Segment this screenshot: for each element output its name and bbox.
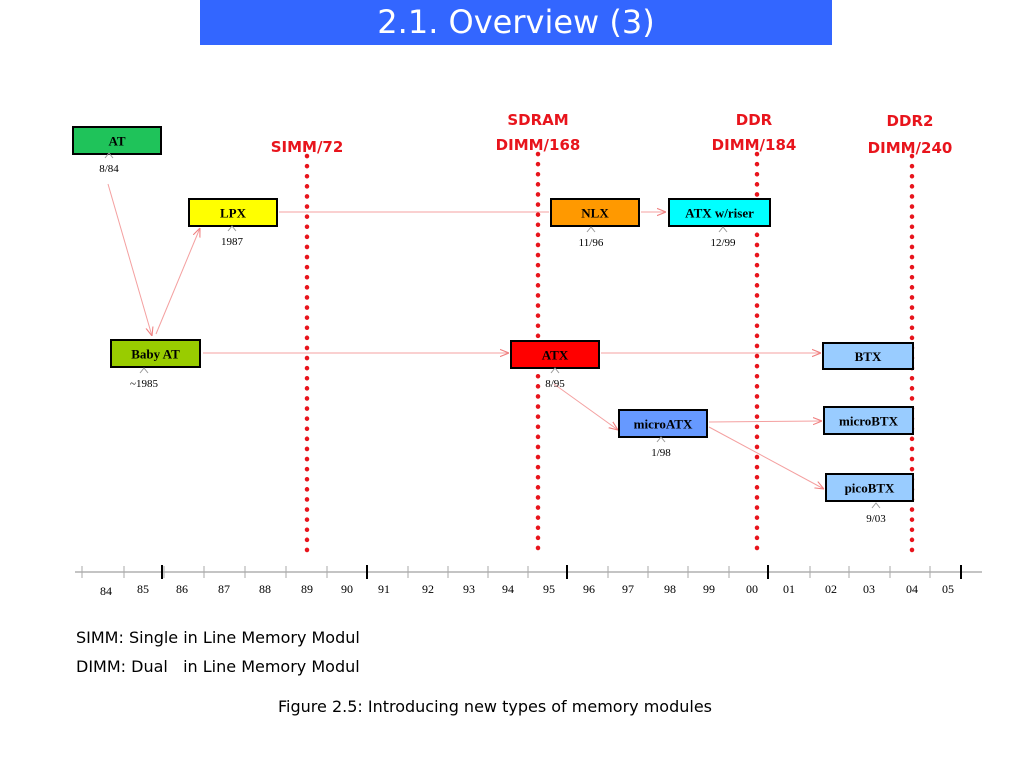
box-picobtx-date: 9/03: [866, 513, 886, 525]
box-picobtx-label: picoBTX: [845, 481, 895, 496]
axis-year-label: 97: [622, 582, 634, 596]
date-caret: [104, 152, 114, 159]
marker-label-sdram-1: SDRAM: [507, 111, 568, 129]
box-lpx-label: LPX: [220, 206, 247, 221]
axis-year-label: 03: [863, 582, 875, 596]
date-caret: [550, 367, 560, 374]
axis-year-label: 93: [463, 582, 475, 596]
date-caret: [871, 502, 881, 509]
box-microbtx: microBTX: [823, 406, 914, 435]
box-microbtx-frame: [823, 406, 914, 435]
axis-year-label: 86: [176, 582, 188, 596]
date-caret: [718, 226, 728, 233]
axis-year-label: 89: [301, 582, 313, 596]
axis-year-label: 87: [218, 582, 230, 596]
page-title: 2.1. Overview (3): [200, 0, 832, 45]
marker-label-ddr2-1: DDR2: [887, 112, 934, 130]
box-baby-at-frame: [110, 339, 201, 368]
box-microatx: microATX 1/98: [618, 409, 708, 459]
axis-year-label: 01: [783, 582, 795, 596]
box-atx-date: 8/95: [545, 378, 565, 390]
box-btx: BTX: [822, 342, 914, 370]
axis-year-label: 98: [664, 582, 676, 596]
marker-label-simm72-1: SIMM/72: [271, 138, 344, 156]
box-baby-at-label: Baby AT: [131, 347, 180, 362]
date-caret: [139, 367, 149, 374]
box-nlx-label: NLX: [581, 206, 609, 221]
box-picobtx: picoBTX 9/03: [825, 473, 914, 525]
box-lpx: LPX 1987: [188, 198, 278, 248]
box-atx-label: ATX: [542, 348, 569, 363]
dimm-definition: DIMM: Dual in Line Memory Modul: [76, 657, 360, 676]
box-microbtx-label: microBTX: [839, 414, 899, 429]
date-caret: [586, 226, 596, 233]
axis-year-label: 94: [502, 582, 514, 596]
box-lpx-frame: [188, 198, 278, 227]
axis-year-label: 95: [543, 582, 555, 596]
timeline-axis: 84 85 86 87 88 89 90 91 92 93 94 95 96 97 98 99 00 01 02 03…: [75, 565, 982, 598]
marker-label-ddr2-2: DIMM/240: [868, 139, 953, 157]
box-baby-at: Baby AT ~1985: [110, 339, 201, 390]
box-picobtx-frame: [825, 473, 914, 502]
axis-year-label: 92: [422, 582, 434, 596]
axis-year-label: 85: [137, 582, 149, 596]
axis-year-label: 00: [746, 582, 758, 596]
box-at: AT 8/84: [72, 126, 162, 175]
axis-year-label: 04: [906, 582, 918, 596]
box-atx-riser-label: ATX w/riser: [685, 206, 754, 221]
box-microatx-frame: [618, 409, 708, 438]
axis-year-label: 88: [259, 582, 271, 596]
simm-definition: SIMM: Single in Line Memory Modul: [76, 628, 360, 647]
arrow-microatx-to-picobtx: [708, 426, 824, 489]
arrow-atx-to-microatx: [553, 383, 618, 430]
connector-arrows: [107, 183, 824, 489]
axis-year-label: 96: [583, 582, 595, 596]
date-caret: [656, 436, 666, 443]
axis-year-label: 91: [378, 582, 390, 596]
box-baby-at-date: ~1985: [130, 378, 158, 390]
axis-year-label: 99: [703, 582, 715, 596]
axis-year-label: 90: [341, 582, 353, 596]
box-atx-riser-frame: [668, 198, 771, 227]
marker-label-ddr-1: DDR: [736, 111, 773, 129]
axis-year-label: 05: [942, 582, 954, 596]
axis-year-label: 02: [825, 582, 837, 596]
box-atx: ATX 8/95: [510, 340, 600, 390]
box-microatx-date: 1/98: [651, 447, 671, 459]
box-nlx-frame: [550, 198, 640, 227]
box-at-frame: [72, 126, 162, 155]
figure-caption: Figure 2.5: Introducing new types of mem…: [278, 697, 712, 716]
arrow-at-to-baby-at: [107, 183, 152, 336]
arrow-microatx-to-microbtx: [708, 421, 822, 422]
box-nlx-date: 11/96: [579, 237, 604, 249]
box-nlx: NLX 11/96: [550, 198, 640, 249]
box-atx-frame: [510, 340, 600, 369]
marker-label-ddr-2: DIMM/184: [712, 136, 797, 154]
box-at-date: 8/84: [99, 163, 119, 175]
marker-label-sdram-2: DIMM/168: [496, 136, 581, 154]
date-caret: [227, 225, 237, 232]
box-microatx-label: microATX: [634, 417, 693, 432]
box-btx-frame: [822, 342, 914, 370]
box-lpx-date: 1987: [221, 236, 244, 248]
box-at-label: AT: [108, 134, 125, 149]
box-atx-riser-date: 12/99: [710, 237, 736, 249]
box-atx-riser: ATX w/riser 12/99: [668, 198, 771, 249]
arrow-baby-at-to-lpx: [155, 228, 200, 335]
box-btx-label: BTX: [855, 349, 882, 364]
axis-year-label: 84: [100, 584, 112, 598]
